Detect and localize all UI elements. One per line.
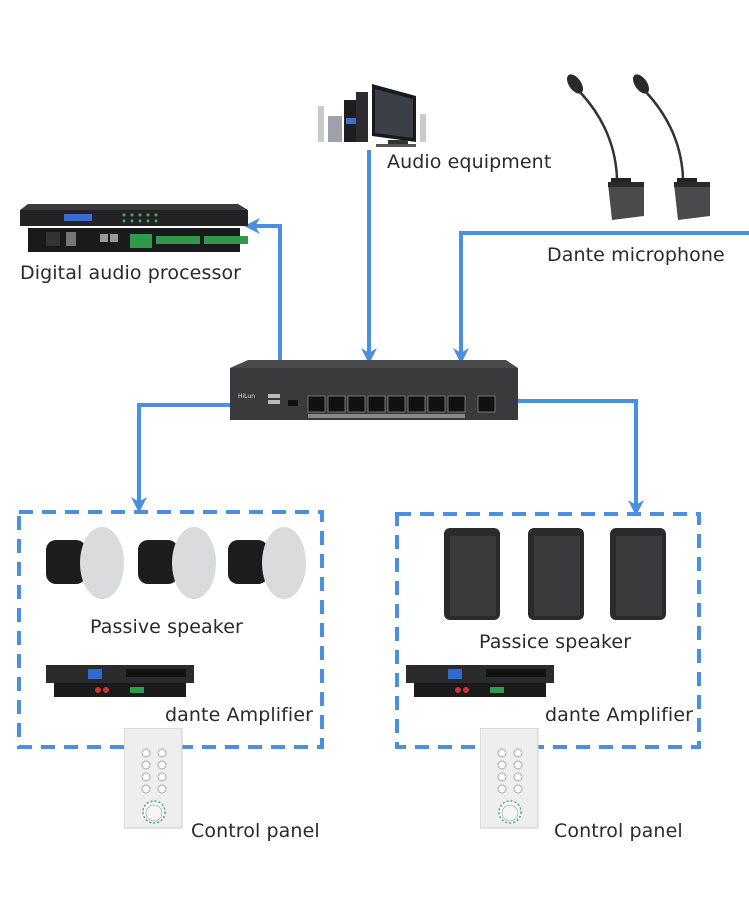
zone1-amplifier-label: dante Amplifier (165, 704, 314, 726)
box-speaker-icon (528, 528, 584, 620)
rack-processor-icon (20, 204, 248, 252)
box-speaker-icon (444, 528, 500, 620)
link-switch-to-zone2 (518, 399, 644, 516)
zone2-boundary (395, 512, 701, 749)
dante-microphone-label: Dante microphone (547, 244, 725, 266)
zone1-boundary (17, 510, 324, 749)
desktop-computer-with-speakers-icon (318, 84, 426, 147)
zone2-speaker-label: Passice speaker (479, 631, 632, 653)
box-speaker-icon (610, 528, 666, 620)
link-mic-to-switch (453, 231, 749, 364)
zone2-control-label: Control panel (554, 820, 683, 842)
ceiling-speaker-icon (228, 527, 306, 599)
link-switch-to-zone1 (131, 403, 232, 513)
zone1-ceiling-speakers (46, 527, 306, 599)
network-switch-icon: HiLun (230, 360, 518, 420)
dante-amplifier-icon (46, 665, 194, 697)
control-panel-icon (480, 728, 539, 829)
audio-equipment-label: Audio equipment (387, 151, 552, 173)
zone2-box-speakers (444, 528, 666, 620)
ceiling-speaker-icon (46, 527, 124, 599)
digital-audio-processor-label: Digital audio processor (20, 262, 242, 284)
zone1-control-label: Control panel (191, 820, 320, 842)
zone2-amplifier-label: dante Amplifier (545, 704, 694, 726)
dante-amplifier-icon (406, 665, 554, 697)
link-switch-to-processor (244, 218, 282, 360)
gooseneck-microphone-icon (567, 74, 710, 220)
switch-brand-logo: HiLun (238, 393, 255, 400)
ceiling-speaker-icon (138, 527, 216, 599)
zone1-speaker-label: Passive speaker (90, 616, 243, 638)
control-panel-icon (124, 728, 183, 829)
